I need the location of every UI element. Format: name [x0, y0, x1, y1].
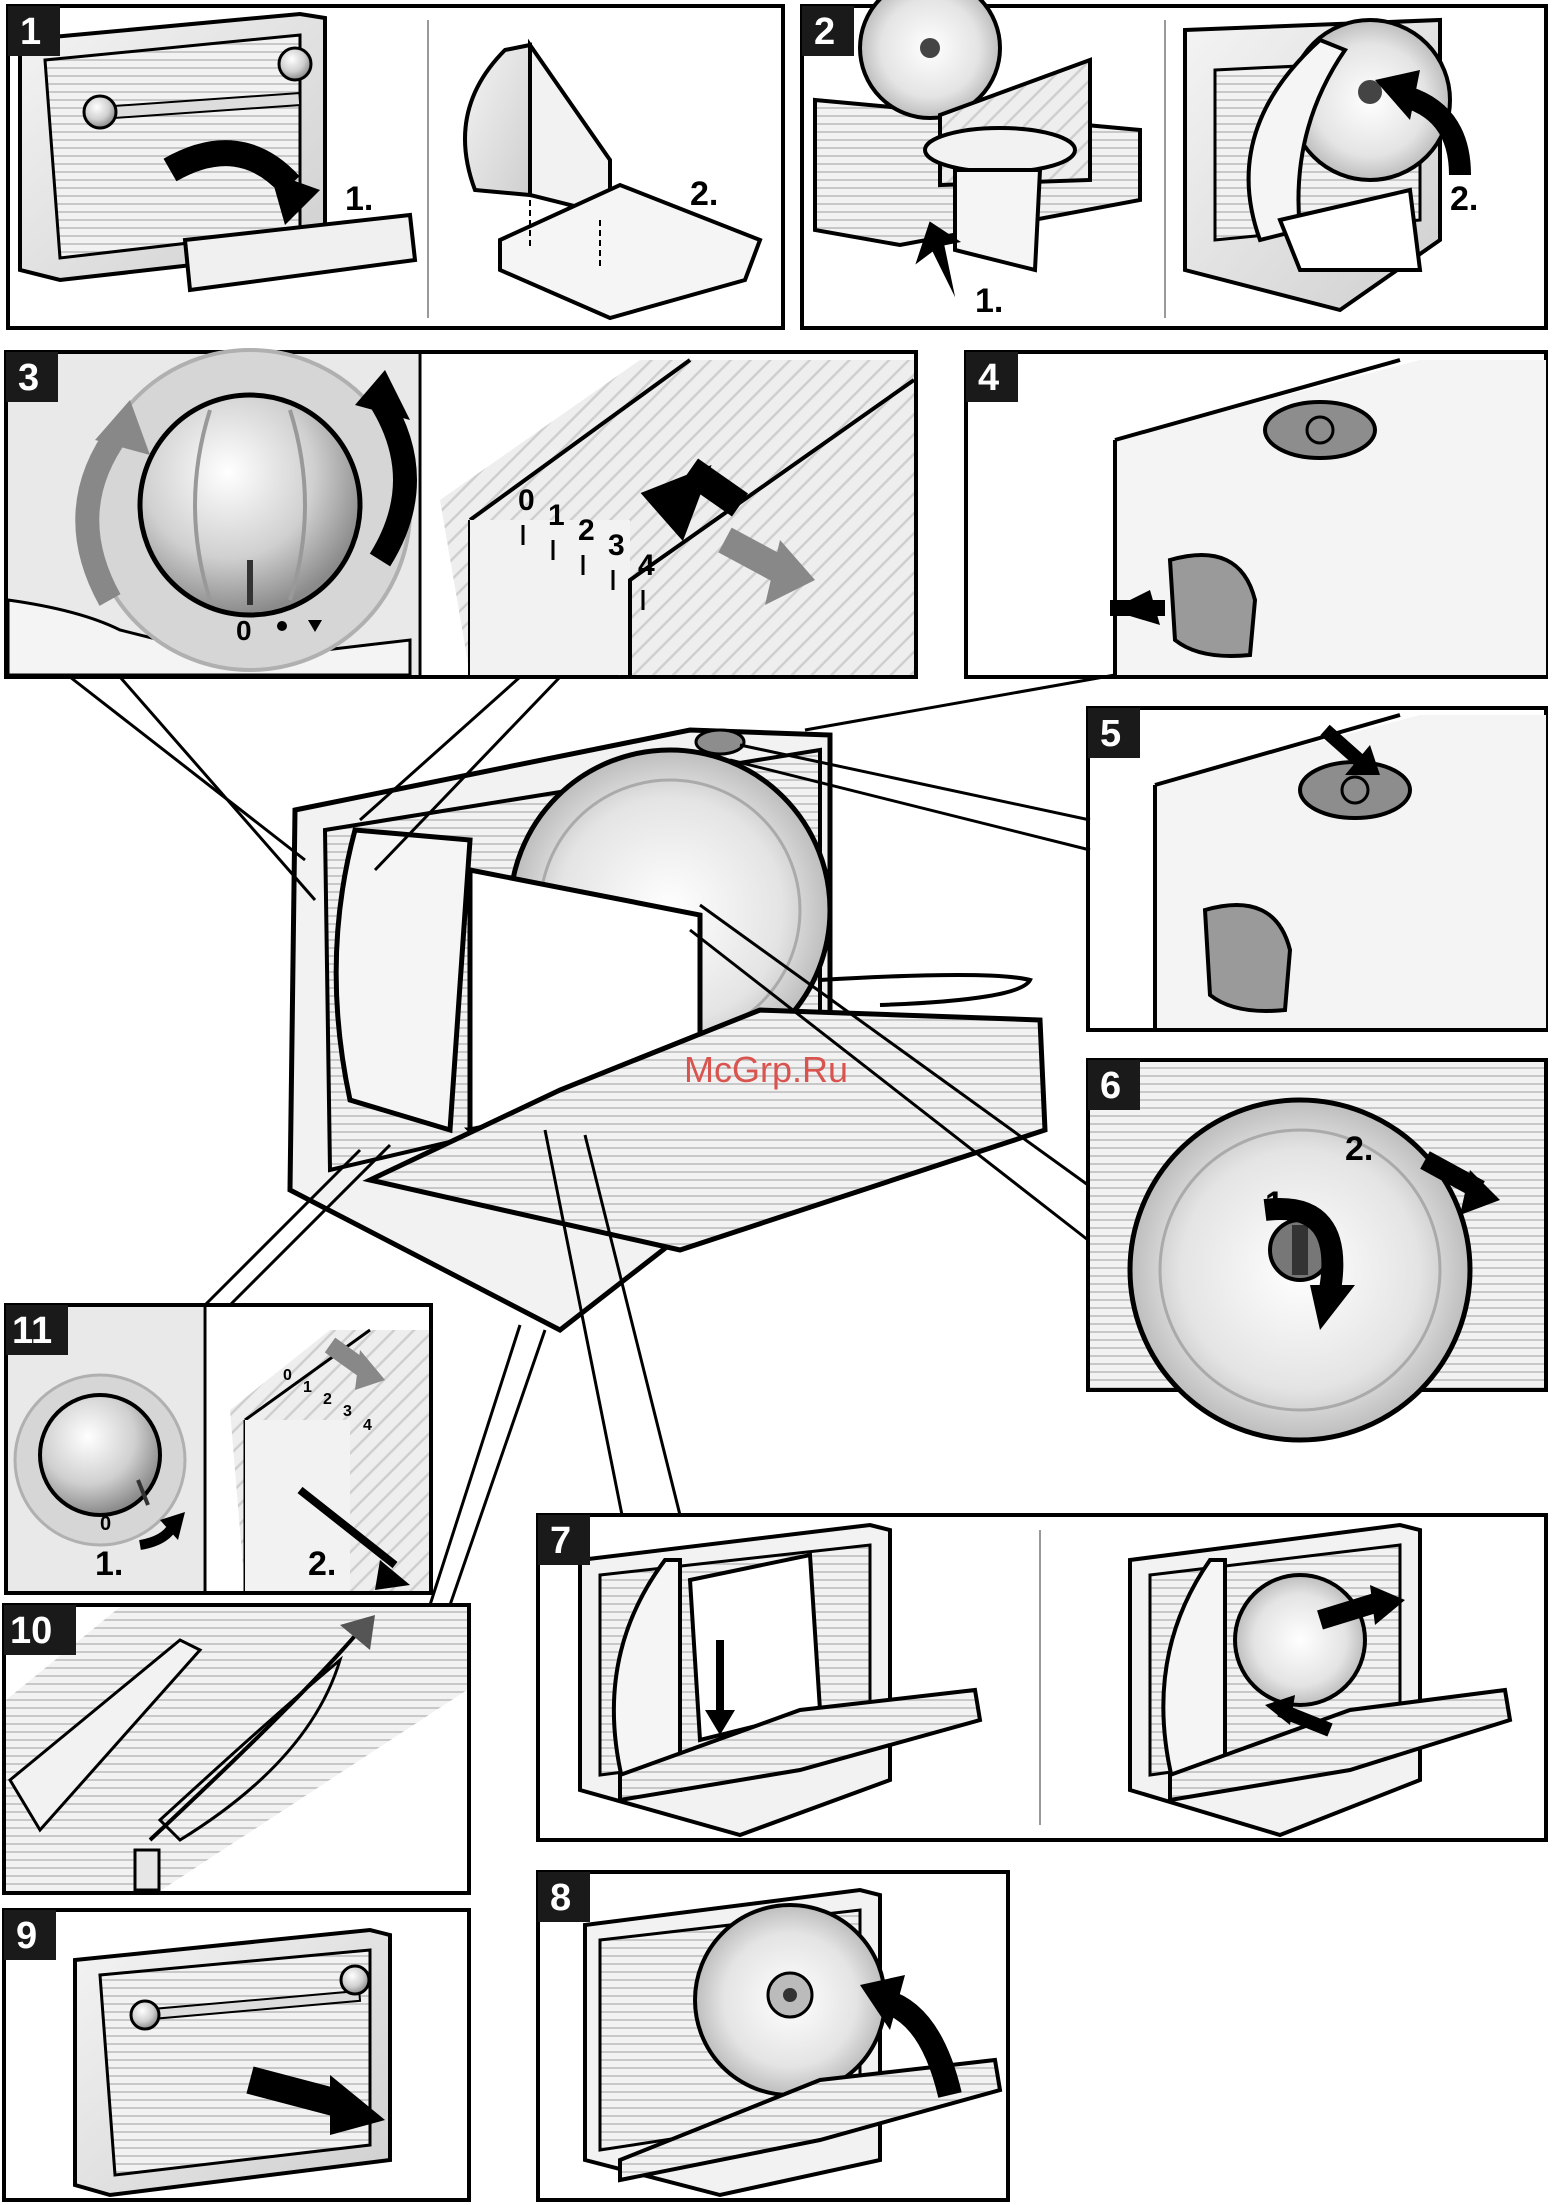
panel-6-step-1: 1. [1265, 1185, 1293, 1223]
panel-10: 10 [4, 1605, 469, 1893]
svg-text:1: 1 [303, 1379, 312, 1396]
panel-9-number: 9 [16, 1915, 37, 1957]
panel-2-number: 2 [814, 11, 835, 53]
panel-1-step-2: 2. [690, 175, 718, 213]
on-off-switch [1170, 555, 1255, 656]
dial-small-icon [40, 1395, 160, 1515]
svg-text:0: 0 [518, 484, 535, 517]
svg-text:0: 0 [283, 1367, 292, 1384]
svg-text:3: 3 [343, 1403, 352, 1420]
panel-2: 1. 2. 2 [802, 0, 1546, 328]
panel-5: 5 [1088, 708, 1546, 1030]
panel-2-step-1: 1. [975, 282, 1003, 320]
panel-2-step-2: 2. [1450, 180, 1478, 218]
svg-text:2: 2 [578, 514, 595, 547]
panel-11-step-2: 2. [308, 1545, 336, 1583]
panel-8: 8 [538, 1872, 1008, 2200]
svg-text:4: 4 [638, 549, 655, 582]
panel-3-number: 3 [18, 357, 39, 399]
panel-11-number: 11 [12, 1310, 52, 1352]
panel-11-step-1: 1. [95, 1545, 123, 1583]
panel-3-dial-zero: 0 [236, 615, 252, 646]
panel-1: 1. 2. 1 [8, 6, 783, 328]
panel-7: 7 [538, 1515, 1546, 1840]
svg-text:1: 1 [548, 499, 565, 532]
watermark: McGrp.Ru [684, 1049, 848, 1090]
panel-11-dial-zero: 0 [100, 1513, 111, 1535]
svg-text:2: 2 [323, 1391, 332, 1408]
safety-button-icon [1265, 402, 1375, 458]
panel-4: 4 [966, 352, 1546, 677]
svg-text:4: 4 [363, 1417, 372, 1434]
svg-text:3: 3 [608, 529, 625, 562]
panel-3: 0 0 1 2 3 4 3 [6, 350, 916, 677]
panel-6-number: 6 [1100, 1065, 1121, 1107]
panel-10-number: 10 [10, 1610, 52, 1652]
panel-6: 1. 2. 6 [1088, 1060, 1546, 1440]
panel-5-number: 5 [1100, 713, 1121, 755]
slicer-assembled-view [1185, 20, 1460, 310]
panel-1-step-1: 1. [345, 180, 373, 218]
panel-9: 9 [4, 1910, 469, 2200]
panel-4-number: 4 [978, 357, 999, 399]
main-slicer-device [290, 730, 1045, 1330]
panel-6-step-2: 2. [1345, 1130, 1373, 1168]
panel-7-number: 7 [550, 1520, 571, 1562]
panel-11: 0 1. 2. 0 1 2 3 4 11 [6, 1305, 431, 1593]
panel-1-number: 1 [20, 11, 41, 53]
panel-8-number: 8 [550, 1877, 571, 1919]
key-switch-icon [1205, 905, 1290, 1011]
